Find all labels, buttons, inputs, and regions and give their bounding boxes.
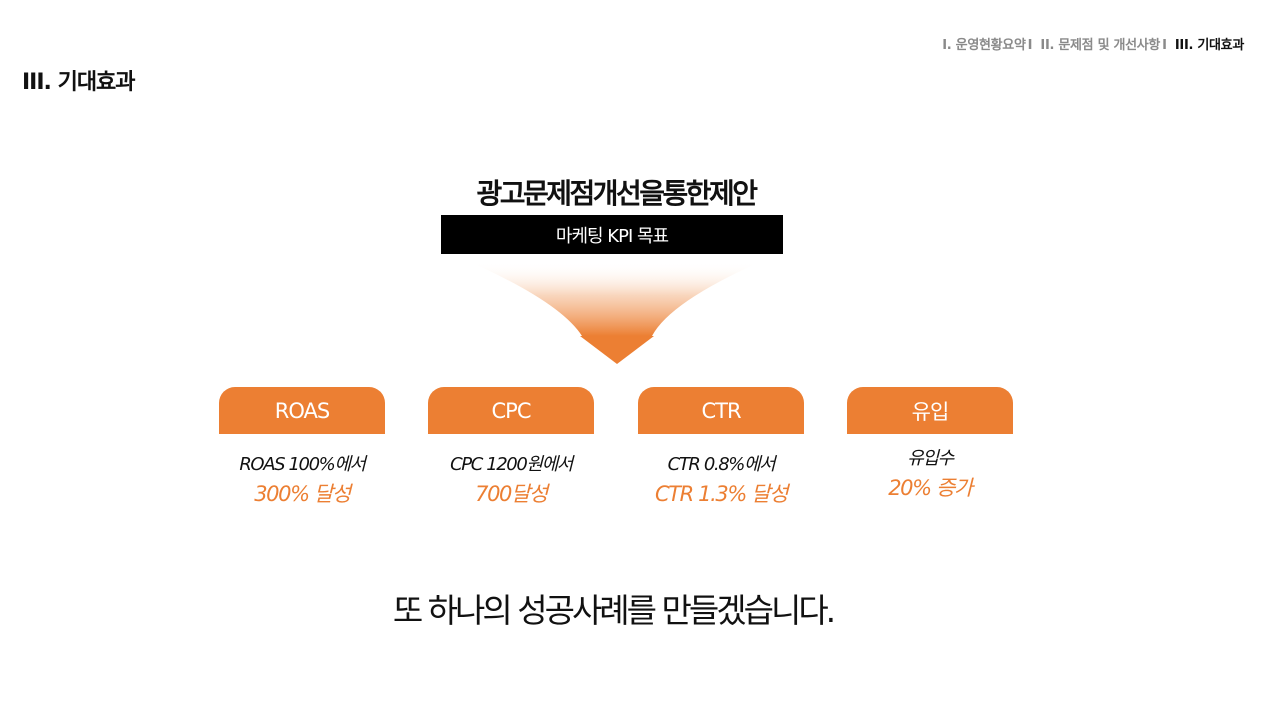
kpi-card-inflow: 유입 유입수 20% 증가: [847, 387, 1013, 502]
kpi-target: 700달성: [475, 482, 548, 506]
kpi-tab-inflow: 유입: [847, 387, 1013, 434]
closing-statement: 또 하나의 성공사례를 만들겠습니다.: [392, 591, 836, 630]
nav-item-overview[interactable]: I. 운영현황요약: [942, 38, 1026, 53]
kpi-tab-roas: ROAS: [219, 387, 385, 434]
kpi-baseline: CPC 1200원에서: [450, 454, 573, 475]
nav-separator: I: [1027, 38, 1033, 53]
kpi-baseline: CTR 0.8%에서: [667, 454, 776, 475]
nav-separator: I: [1162, 38, 1167, 53]
kpi-card-cpc: CPC CPC 1200원에서 700달성: [428, 387, 594, 508]
nav-item-expected-effects[interactable]: III. 기대효과: [1174, 38, 1244, 53]
kpi-card-ctr: CTR CTR 0.8%에서 CTR 1.3% 달성: [638, 387, 804, 508]
kpi-baseline: 유입수: [907, 448, 954, 469]
kpi-target: CTR 1.3% 달성: [654, 482, 788, 506]
nav-item-issues[interactable]: II. 문제점 및 개선사항: [1040, 38, 1161, 53]
kpi-card-roas: ROAS ROAS 100%에서 300% 달성: [219, 387, 385, 508]
kpi-target: 20% 증가: [888, 476, 973, 500]
kpi-bar: 마케팅 KPI 목표: [441, 215, 783, 254]
down-arrow-icon: [470, 262, 760, 364]
kpi-tab-cpc: CPC: [428, 387, 594, 434]
section-title: III. 기대효과: [22, 70, 136, 95]
kpi-tab-ctr: CTR: [638, 387, 804, 434]
headline: 광고문제점개선을통한제안: [476, 177, 758, 210]
kpi-baseline: ROAS 100%에서: [239, 454, 366, 475]
kpi-target: 300% 달성: [254, 482, 351, 506]
